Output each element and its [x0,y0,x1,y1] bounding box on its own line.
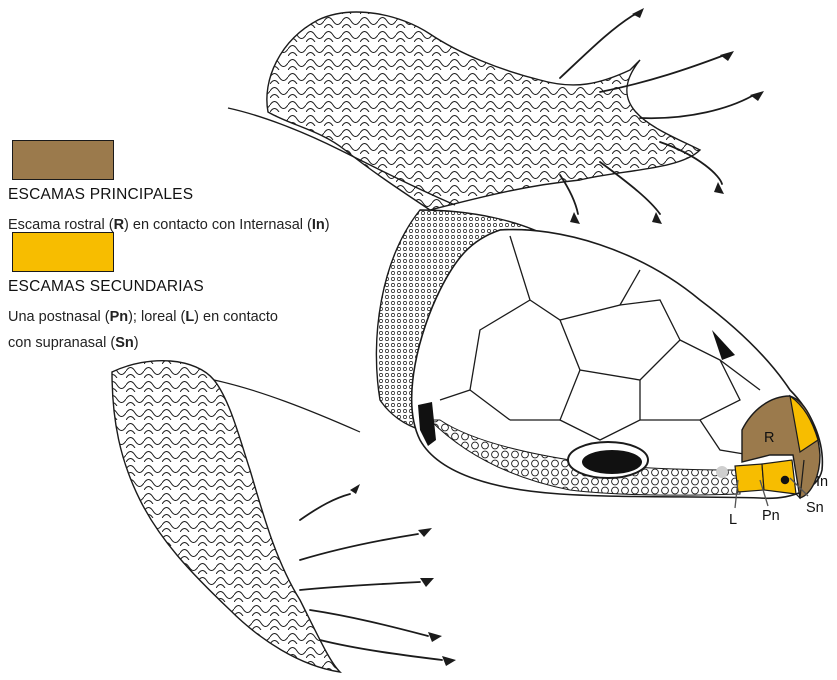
code-in: In [312,217,325,233]
pupil [582,450,642,474]
nostril [780,475,790,485]
label-l: L [729,512,737,528]
grey-patch [716,466,728,478]
code-pn: Pn [110,309,129,325]
primary-scale-swatch [12,140,114,180]
postnasal-scale [762,460,796,494]
label-pn: Pn [762,508,780,524]
secondary-scale-swatch [12,232,114,272]
loreal-scale [735,464,764,492]
primary-legend-title: ESCAMAS PRINCIPALES [8,186,193,204]
code-l: L [185,309,194,325]
label-in: In [816,474,828,490]
code-r: R [114,217,124,233]
label-sn: Sn [806,500,824,516]
label-r: R [764,430,774,446]
lower-claw-tips [350,484,456,666]
code-sn: Sn [115,335,134,351]
secondary-legend-title: ESCAMAS SECUNDARIAS [8,278,204,296]
lower-claws [300,494,442,660]
upper-forelimb [267,12,700,210]
secondary-legend-desc: Una postnasal (Pn); loreal (L) en contac… [8,304,278,356]
